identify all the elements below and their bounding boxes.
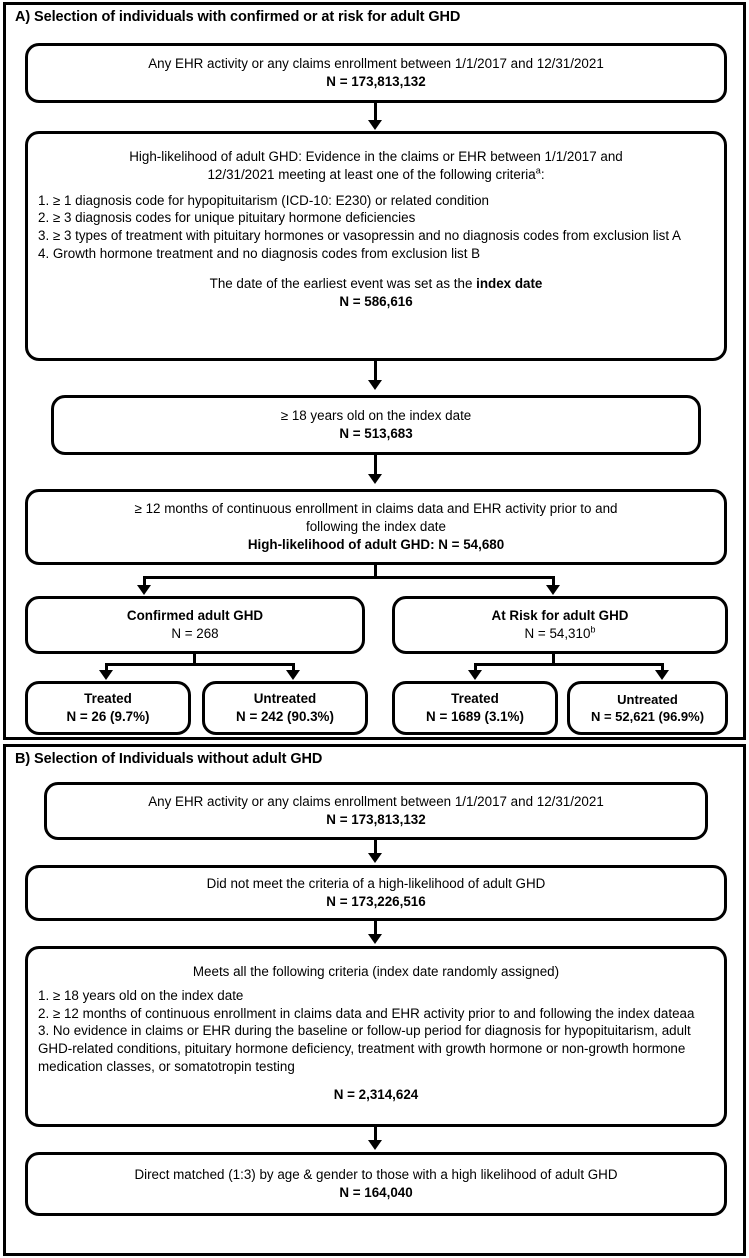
box-a-hl-index-date-pre: The date of the earliest event was set a… xyxy=(209,275,477,291)
box-a-atrisk-treated-n: N = 1689 (3.1%) xyxy=(426,709,524,724)
box-a-hl-index-date: The date of the earliest event was set a… xyxy=(28,275,724,293)
box-a-atrisk-treated: Treated N = 1689 (3.1%) xyxy=(392,681,558,735)
connector-b-cohort-to-notmet xyxy=(374,840,377,856)
box-b-not-high-likelihood: Did not meet the criteria of a high-like… xyxy=(25,865,727,921)
arrowhead-b-notmet xyxy=(368,853,382,863)
box-a-confirmed: Confirmed adult GHD N = 268 xyxy=(25,596,365,654)
box-a-age-line1: ≥ 18 years old on the index date xyxy=(280,408,472,424)
box-a-confirmed-treated-label: Treated xyxy=(84,691,132,707)
connector-a-to-atrisk-treated xyxy=(474,663,477,673)
panel-b: B) Selection of Individuals without adul… xyxy=(3,744,746,1256)
connector-a-to-confirmed-untreated xyxy=(292,663,295,673)
criterion-b-2: 2. ≥ 12 months of continuous enrollment … xyxy=(38,1005,695,1021)
panel-b-title: B) Selection of Individuals without adul… xyxy=(15,751,323,767)
connector-a-to-confirmed xyxy=(143,576,146,588)
box-a-confirmed-treated: Treated N = 26 (9.7%) xyxy=(25,681,191,735)
connector-a-enrollment-bus xyxy=(143,576,555,579)
criterion-b-3: 3. No evidence in claims or EHR during t… xyxy=(38,1023,691,1075)
arrowhead-a-confirmed-treated xyxy=(99,670,113,680)
box-a-enrollment-line2: following the index date xyxy=(306,519,446,535)
box-a-atrisk-untreated-label: Untreated xyxy=(617,691,678,707)
box-b-not-high-likelihood-n: N = 173,226,516 xyxy=(326,894,426,909)
box-a-hl-n: N = 586,616 xyxy=(339,293,413,309)
arrowhead-b-criteria xyxy=(368,934,382,944)
connector-a-cohort-to-highlikelihood xyxy=(374,103,377,123)
arrowhead-a-highlikelihood xyxy=(368,120,382,130)
box-a-confirmed-treated-n: N = 26 (9.7%) xyxy=(66,709,150,724)
connector-a-age-to-enrollment xyxy=(374,455,377,477)
box-a-confirmed-n: N = 268 xyxy=(171,626,219,641)
box-a-atrisk-untreated-n: N = 52,621 (96.9%) xyxy=(590,709,705,724)
arrowhead-a-confirmed xyxy=(137,585,151,595)
box-a-enrollment-line1: ≥ 12 months of continuous enrollment in … xyxy=(134,501,618,517)
box-a-hl-index-date-bold: index date xyxy=(476,275,543,291)
box-a-confirmed-untreated-label: Untreated xyxy=(253,691,317,707)
box-a-cohort-n: N = 173,813,132 xyxy=(326,74,426,89)
criterion-b-1: 1. ≥ 18 years old on the index date xyxy=(38,987,244,1003)
box-b-matched-n: N = 164,040 xyxy=(339,1185,413,1200)
box-b-not-high-likelihood-line1: Did not meet the criteria of a high-like… xyxy=(206,876,546,892)
box-a-at-risk: At Risk for adult GHD N = 54,310b xyxy=(392,596,728,654)
box-b-matched: Direct matched (1:3) by age & gender to … xyxy=(25,1152,727,1216)
box-a-age: ≥ 18 years old on the index date N = 513… xyxy=(51,395,701,455)
box-a-enrollment: ≥ 12 months of continuous enrollment in … xyxy=(25,489,727,565)
box-a-at-risk-n: N = 54,310b xyxy=(395,625,725,643)
panel-a: A) Selection of individuals with confirm… xyxy=(3,2,746,740)
connector-a-highlikelihood-to-age xyxy=(374,361,377,383)
box-b-cohort-line1: Any EHR activity or any claims enrollmen… xyxy=(148,794,604,810)
arrowhead-a-atrisk-treated xyxy=(468,670,482,680)
box-a-cohort-line1: Any EHR activity or any claims enrollmen… xyxy=(148,56,604,72)
box-b-criteria-intro: Meets all the following criteria (index … xyxy=(192,964,560,979)
box-a-hl-intro-line2: 12/31/2021 meeting at least one of the f… xyxy=(28,166,724,184)
connector-a-enrollment-stem xyxy=(374,565,377,579)
connector-a-atrisk-bus xyxy=(474,663,664,666)
arrowhead-b-matched xyxy=(368,1140,382,1150)
box-b-criteria: Meets all the following criteria (index … xyxy=(25,946,727,1127)
arrowhead-a-confirmed-untreated xyxy=(286,670,300,680)
arrowhead-a-atrisk xyxy=(546,585,560,595)
box-a-confirmed-label: Confirmed adult GHD xyxy=(126,608,264,624)
box-a-hl-intro-line2-colon: : xyxy=(540,166,545,182)
box-b-cohort-n: N = 173,813,132 xyxy=(326,812,426,827)
box-a-at-risk-label: At Risk for adult GHD xyxy=(491,608,629,624)
criterion-a-4: 4. Growth hormone treatment and no diagn… xyxy=(38,246,481,262)
connector-a-to-confirmed-treated xyxy=(105,663,108,673)
box-a-atrisk-treated-label: Treated xyxy=(451,691,499,707)
arrowhead-a-atrisk-untreated xyxy=(655,670,669,680)
box-a-confirmed-untreated-n: N = 242 (90.3%) xyxy=(236,709,334,724)
box-a-cohort: Any EHR activity or any claims enrollmen… xyxy=(25,43,727,103)
box-a-at-risk-n-value: N = 54,310 xyxy=(524,626,591,641)
criterion-a-3: 3. ≥ 3 types of treatment with pituitary… xyxy=(38,228,681,244)
arrowhead-a-age xyxy=(368,380,382,390)
connector-b-criteria-to-matched xyxy=(374,1127,377,1143)
criterion-a-2: 2. ≥ 3 diagnosis codes for unique pituit… xyxy=(38,210,416,226)
box-a-high-likelihood: High-likelihood of adult GHD: Evidence i… xyxy=(25,131,727,361)
box-a-atrisk-untreated: Untreated N = 52,621 (96.9%) xyxy=(567,681,728,735)
footnote-marker-b: b xyxy=(590,624,596,635)
box-b-criteria-n: N = 2,314,624 xyxy=(333,1086,419,1102)
box-a-hl-intro-line1: High-likelihood of adult GHD: Evidence i… xyxy=(129,149,623,164)
arrowhead-a-enrollment xyxy=(368,474,382,484)
connector-a-confirmed-stem xyxy=(193,654,196,666)
connector-a-atrisk-stem xyxy=(552,654,555,666)
connector-a-to-atrisk xyxy=(552,576,555,588)
box-a-hl-intro-line2-text: 12/31/2021 meeting at least one of the f… xyxy=(207,166,536,182)
panel-a-title: A) Selection of individuals with confirm… xyxy=(15,9,461,25)
box-b-matched-line1: Direct matched (1:3) by age & gender to … xyxy=(134,1167,618,1183)
criterion-a-1: 1. ≥ 1 diagnosis code for hypopituitaris… xyxy=(38,192,489,208)
footnote-marker-a: a xyxy=(535,165,541,176)
connector-a-confirmed-bus xyxy=(105,663,295,666)
connector-a-to-atrisk-untreated xyxy=(661,663,664,673)
connector-b-notmet-to-criteria xyxy=(374,921,377,937)
box-a-confirmed-untreated: Untreated N = 242 (90.3%) xyxy=(202,681,368,735)
box-a-enrollment-n: High-likelihood of adult GHD: N = 54,680 xyxy=(247,536,505,552)
box-a-age-n: N = 513,683 xyxy=(339,426,413,441)
box-b-cohort: Any EHR activity or any claims enrollmen… xyxy=(44,782,708,840)
